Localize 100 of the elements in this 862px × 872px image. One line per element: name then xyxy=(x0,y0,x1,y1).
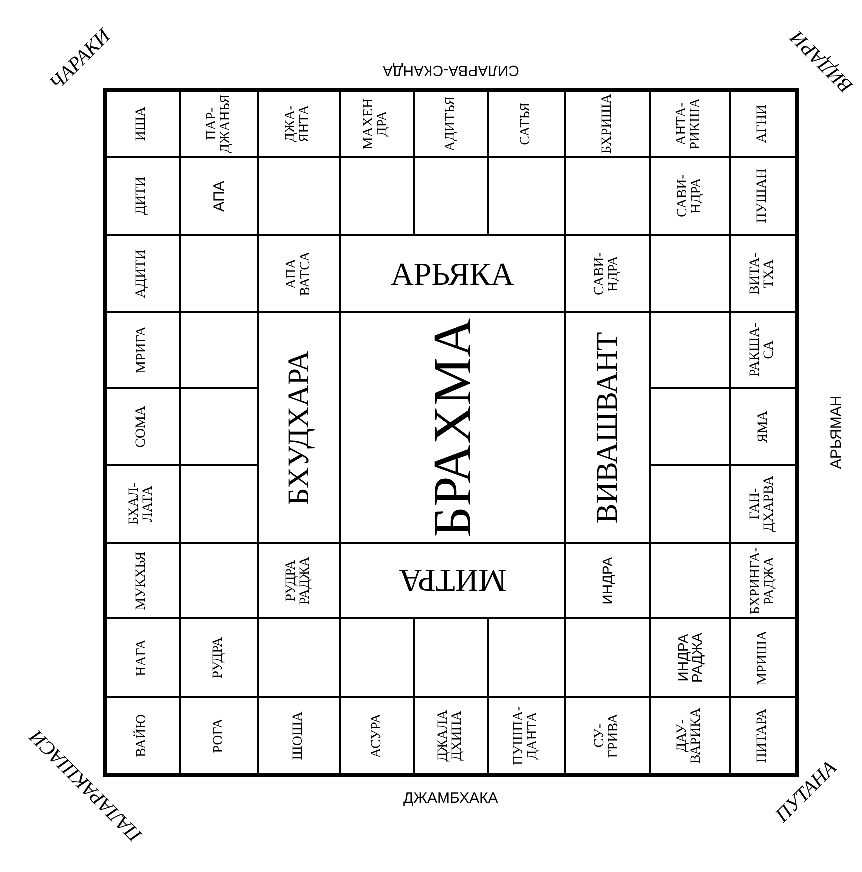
grid-cell xyxy=(258,157,340,235)
grid-cell xyxy=(105,90,180,157)
grid-cell xyxy=(488,697,565,775)
grid-cell xyxy=(565,157,650,235)
grid-cell xyxy=(258,697,340,775)
grid-cell xyxy=(730,312,797,388)
grid-cell xyxy=(340,157,414,235)
grid-cell xyxy=(730,388,797,465)
deity-name: РОГА xyxy=(212,718,226,754)
deity-name: ПИТАРА xyxy=(756,708,770,764)
deity-name: МРИГА xyxy=(136,326,150,374)
grid-cell xyxy=(730,618,797,697)
grid-cell xyxy=(565,543,650,618)
grid-cell xyxy=(730,465,797,543)
grid-cell xyxy=(258,618,340,697)
grid-cell xyxy=(105,312,180,388)
deity-name: РУДРА xyxy=(212,636,226,678)
grid-cell xyxy=(650,465,730,543)
deity-name: АГНИ xyxy=(756,104,770,143)
grid-cell xyxy=(730,235,797,312)
grid-cell xyxy=(180,90,258,157)
deity-name: БРАХМА xyxy=(426,318,480,538)
deity-name: МАХЕН ДРА xyxy=(363,98,391,150)
grid-cell xyxy=(565,312,650,543)
grid-cell xyxy=(180,697,258,775)
deity-name: ВИВАШВАНТ xyxy=(592,332,622,524)
deity-name: МРИША xyxy=(756,630,770,685)
grid-cell xyxy=(340,235,565,312)
deity-name: ПУШАН xyxy=(756,168,770,224)
grid-cell xyxy=(340,90,414,157)
grid-cell xyxy=(180,157,258,235)
grid-cell xyxy=(258,235,340,312)
grid-cell xyxy=(340,312,565,543)
grid-cell xyxy=(414,90,488,157)
deity-name: НАГА xyxy=(136,639,150,676)
deity-name: РАКША- СА xyxy=(750,322,778,378)
grid-cell xyxy=(650,157,730,235)
side-label: АРЬЯМАН xyxy=(828,395,844,469)
grid-cell xyxy=(488,157,565,235)
grid-cell xyxy=(650,388,730,465)
deity-name: СУ- ГРИВА xyxy=(594,714,622,758)
deity-name: МУКХЬЯ xyxy=(136,551,150,610)
grid-cell xyxy=(414,618,488,697)
deity-name: АПА ВАТСА xyxy=(285,251,313,296)
deity-name: МИТРА xyxy=(398,564,506,596)
grid-cell xyxy=(414,697,488,775)
grid-cell xyxy=(650,618,730,697)
grid-cell xyxy=(258,312,340,543)
deity-name: АПА xyxy=(212,180,226,212)
deity-name: ИНДРА РАДЖА xyxy=(676,632,704,682)
side-label: ДЖАМБХАКА xyxy=(404,790,498,806)
deity-name: АСУРА xyxy=(370,714,384,758)
grid-cell xyxy=(180,312,258,388)
grid-cell xyxy=(180,618,258,697)
grid-cell xyxy=(105,465,180,543)
grid-cell xyxy=(340,697,414,775)
side-label: СИЛАРВА-СКАНДА xyxy=(382,62,520,78)
deity-name: АДИТИ xyxy=(136,249,150,298)
grid-cell xyxy=(105,543,180,618)
grid-cell xyxy=(105,618,180,697)
grid-cell xyxy=(488,618,565,697)
deity-name: АДИТЬЯ xyxy=(444,96,458,151)
grid-cell xyxy=(650,90,730,157)
deity-name: АНТА- РИКША xyxy=(676,98,704,150)
deity-name: БХРИНГА- РАДЖА xyxy=(750,546,778,614)
deity-name: ДЖА- ЯНТА xyxy=(285,104,313,142)
deity-name: БХАЛ- ЛАТА xyxy=(128,482,156,526)
grid-cell xyxy=(105,235,180,312)
deity-name: ШОША xyxy=(292,712,306,760)
grid-cell xyxy=(180,543,258,618)
grid-cell xyxy=(565,235,650,312)
grid-cell xyxy=(565,697,650,775)
grid-cell xyxy=(340,543,565,618)
grid-cell xyxy=(650,235,730,312)
deity-name: ИНДРА xyxy=(600,556,614,604)
deity-name: ДАУ- ВАРИКА xyxy=(676,708,704,764)
deity-name: ДИТИ xyxy=(136,176,150,216)
deity-name: ВИТА- ТХА xyxy=(750,252,778,295)
deity-name: ПАР- ДЖАНЬЯ xyxy=(205,94,233,153)
grid-cell xyxy=(650,697,730,775)
grid-cell xyxy=(488,90,565,157)
grid-cell xyxy=(105,388,180,465)
grid-cell xyxy=(414,157,488,235)
deity-name: ДЖАЛА ДХИПА xyxy=(437,710,465,762)
deity-name: ГАН- ДХАРВА xyxy=(750,476,778,532)
deity-name: АРЬЯКА xyxy=(390,258,514,290)
deity-name: ИША xyxy=(136,106,150,141)
grid-cell xyxy=(180,388,258,465)
deity-name: ПУШПА- ДАНТА xyxy=(512,706,540,766)
deity-name: РУДРА РАДЖА xyxy=(285,556,313,605)
deity-name: САВИ- НДРА xyxy=(594,252,622,295)
deity-name: БХУДХАРА xyxy=(284,350,314,505)
grid-cell xyxy=(730,543,797,618)
grid-cell xyxy=(180,465,258,543)
deity-name: БХРИША xyxy=(600,94,614,154)
grid-cell xyxy=(258,543,340,618)
grid-cell xyxy=(565,618,650,697)
grid-cell xyxy=(180,235,258,312)
grid-cell xyxy=(730,157,797,235)
grid-cell xyxy=(650,543,730,618)
